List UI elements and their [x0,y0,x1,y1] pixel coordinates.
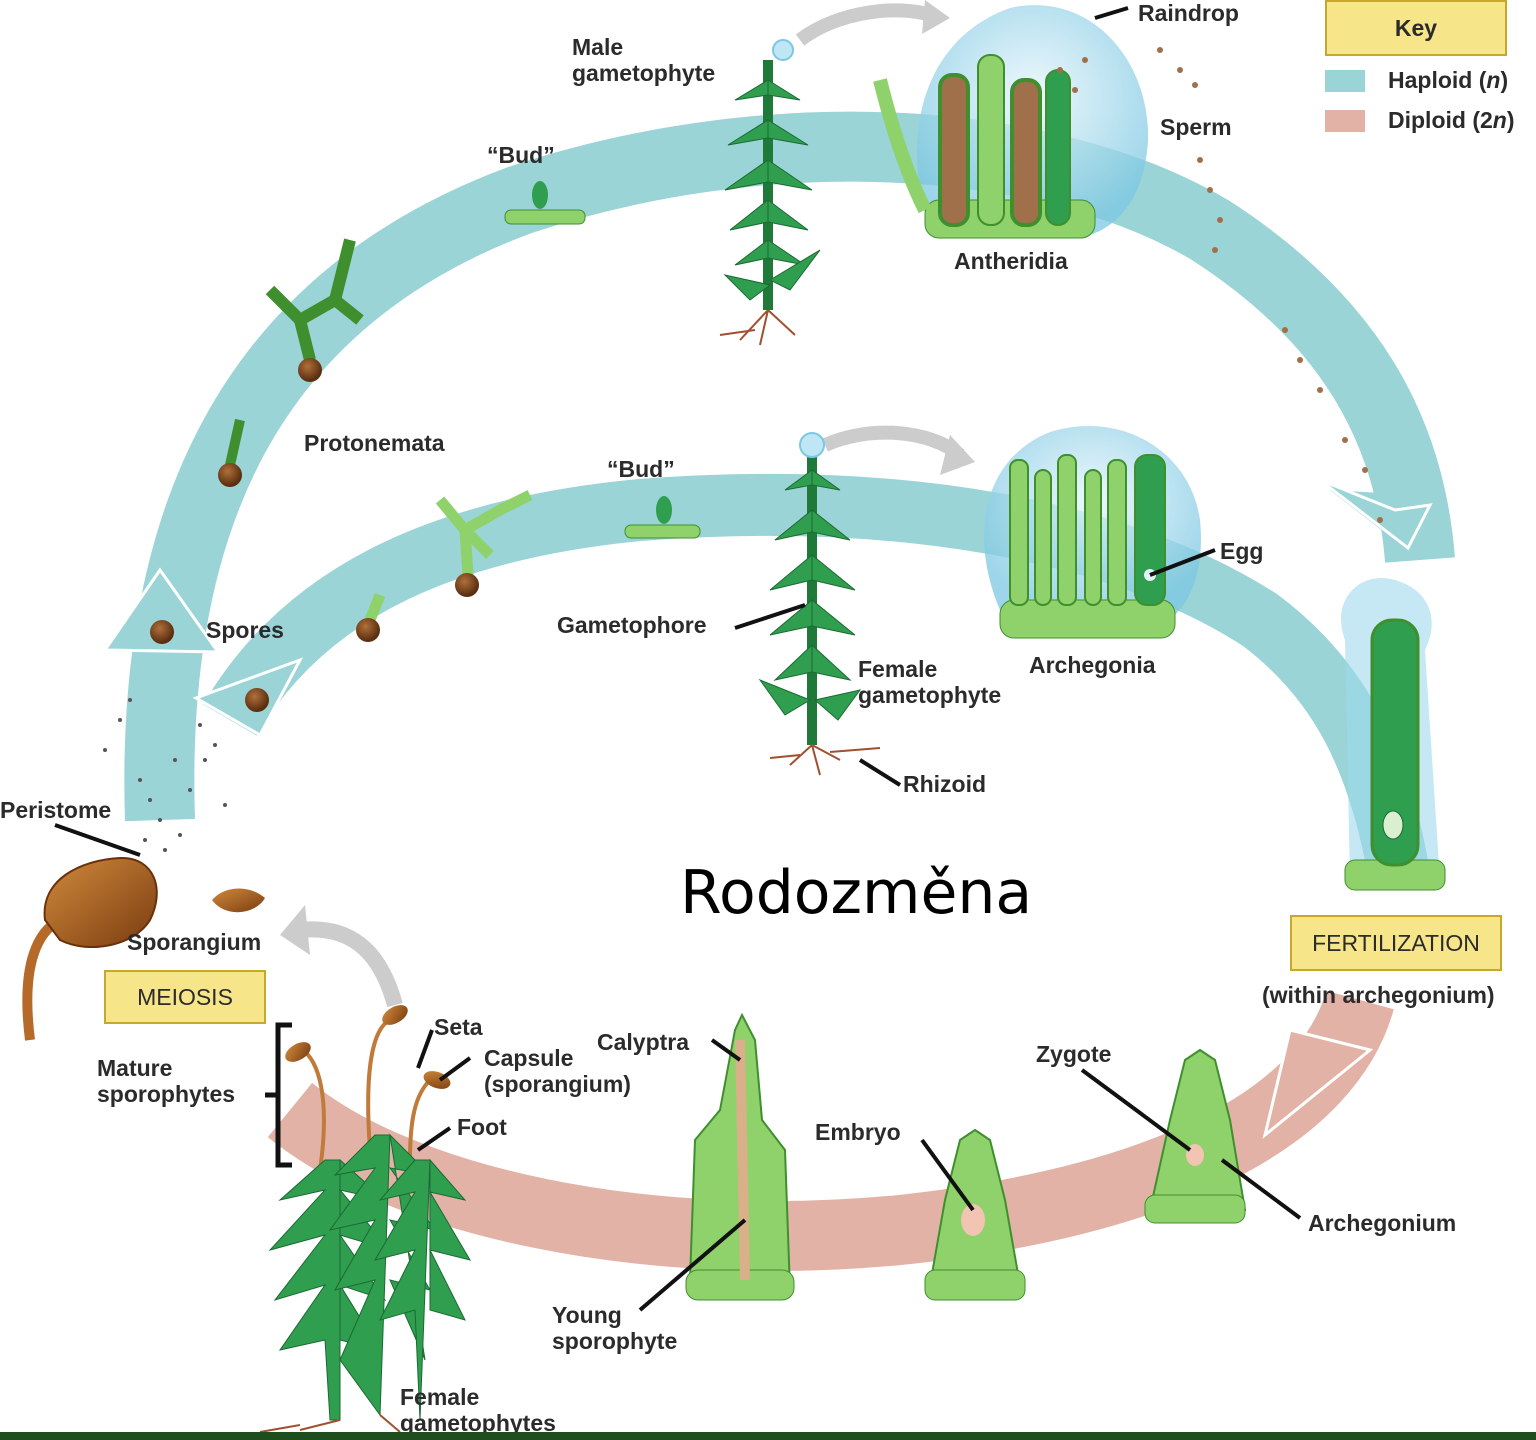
haploid-swatch [1325,70,1365,92]
label-capsule-2: (sporangium) [484,1071,631,1097]
label-bud-top: “Bud” [487,142,555,168]
inner-spore-2 [356,618,380,642]
label-bud-mid: “Bud” [607,456,675,482]
foot-pointer [418,1128,450,1150]
diploid-key-label: Diploid (2n) [1388,107,1515,134]
protonema-spore-1 [298,358,322,382]
fertilization-label: FERTILIZATION [1312,930,1480,957]
key-title-box: Key [1325,0,1507,56]
raindrop-pointer [1095,8,1128,18]
grey-arrowhead-bottom [280,905,310,955]
fertilization-box: FERTILIZATION [1290,915,1502,971]
label-zygote: Zygote [1036,1041,1111,1067]
protonema-spore-2 [218,463,242,487]
grey-arrowhead-top [922,0,950,34]
label-archegonia: Archegonia [1029,652,1156,678]
male-gametophyte-plant [720,40,820,345]
label-calyptra: Calyptra [597,1029,689,1055]
label-raindrop: Raindrop [1138,0,1239,26]
label-embryo: Embryo [815,1119,901,1145]
label-mature-sporophytes-1: Mature [97,1055,172,1081]
label-female-gametophytes-1: Female [400,1384,479,1410]
inner-spore-1 [455,573,479,597]
label-male-gametophyte-2: gametophyte [572,60,715,86]
peristome-pointer [55,825,140,855]
meiosis-box: MEIOSIS [104,970,266,1024]
rhizoid-pointer [860,760,900,785]
spore-2 [245,688,269,712]
label-archegonium: Archegonium [1308,1210,1456,1236]
grey-arrow-top [800,10,930,40]
archegonia-illustration [984,426,1201,638]
label-sporangium: Sporangium [127,929,261,955]
label-rhizoid: Rhizoid [903,771,986,797]
label-sperm: Sperm [1160,114,1232,140]
label-spores: Spores [206,617,284,643]
bottom-bar [0,1432,1536,1440]
label-young-sporophyte-1: Young [552,1302,622,1328]
seta-pointer [418,1030,432,1068]
label-antheridia: Antheridia [954,248,1068,274]
label-female-gametophyte-1: Female [858,656,937,682]
label-foot: Foot [457,1114,507,1140]
label-within-archegonium: (within archegonium) [1262,982,1495,1008]
label-mature-sporophytes-2: sporophytes [97,1081,235,1107]
label-seta: Seta [434,1014,483,1040]
fertilization-archegonium [1341,578,1445,890]
key-title: Key [1395,15,1437,42]
meiosis-label: MEIOSIS [137,984,233,1011]
capsule-pointer [440,1058,470,1080]
diagram-title: Rodozměna [680,858,1032,928]
open-sporangium [212,888,265,912]
label-female-gametophyte-2: gametophyte [858,682,1001,708]
label-capsule-1: Capsule [484,1045,573,1071]
label-gametophore: Gametophore [557,612,707,638]
mature-sporophytes-illustration [260,1001,470,1432]
diploid-swatch [1325,110,1365,132]
haploid-key-label: Haploid (n) [1388,67,1508,94]
grey-arrow-mid [825,433,960,455]
label-egg: Egg [1220,538,1263,564]
label-protonemata: Protonemata [304,430,445,456]
grey-arrow-bottom [300,929,395,1005]
label-young-sporophyte-2: sporophyte [552,1328,677,1354]
label-peristome: Peristome [0,797,111,823]
spore-1 [150,620,174,644]
label-male-gametophyte-1: Male [572,34,623,60]
